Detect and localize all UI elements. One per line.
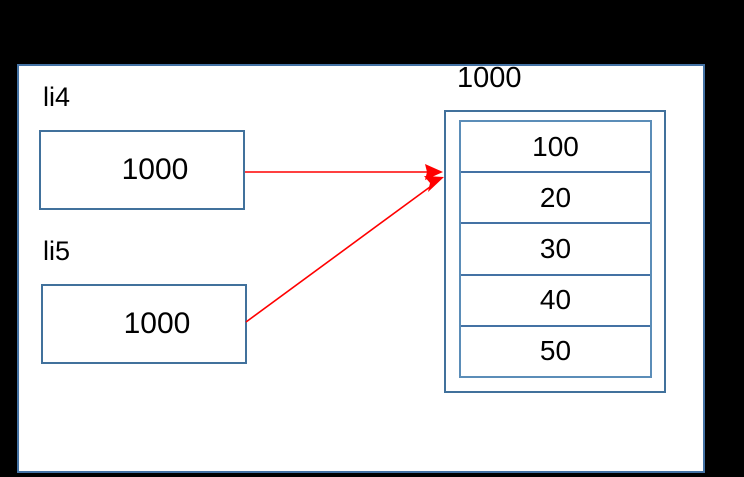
variable-value-li5: 1000 xyxy=(123,307,191,340)
list-cell[interactable]: 30 xyxy=(461,224,650,276)
variable-value-li4: 1000 xyxy=(121,153,189,186)
variable-box-li4[interactable]: 1000 xyxy=(39,130,245,210)
list-cell[interactable]: 100 xyxy=(461,122,650,174)
list-cell[interactable]: 40 xyxy=(461,276,650,327)
list-object-outer-frame: 100 20 30 40 50 xyxy=(444,110,666,393)
list-object-cells: 100 20 30 40 50 xyxy=(459,120,652,378)
list-cell[interactable]: 20 xyxy=(461,173,650,225)
variable-box-li5[interactable]: 1000 xyxy=(41,284,247,364)
list-cell[interactable]: 50 xyxy=(539,335,572,367)
variable-label-li4: li4 xyxy=(43,82,71,112)
variable-label-li5: li5 xyxy=(43,236,71,266)
list-object-address-label: 1000 xyxy=(457,62,522,94)
